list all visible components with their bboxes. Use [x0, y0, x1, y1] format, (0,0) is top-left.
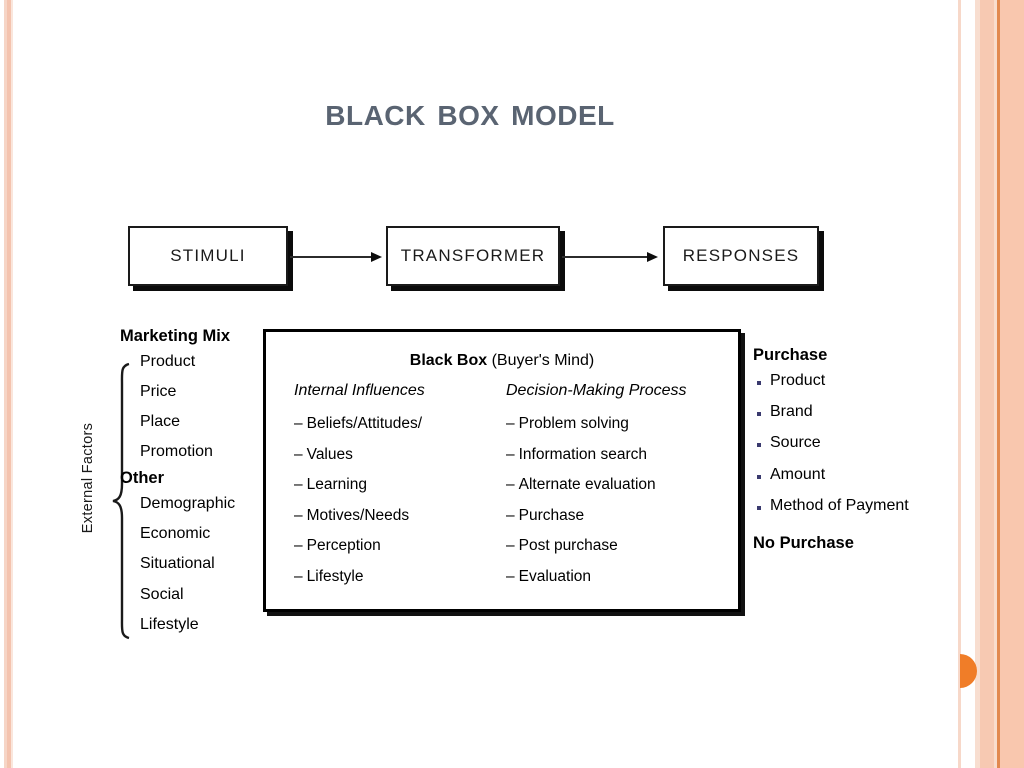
list-item-label: Learning — [306, 476, 367, 494]
square-bullet-icon — [757, 505, 761, 510]
list-item: Price — [140, 383, 177, 401]
external-factors-axis-label: External Factors — [80, 422, 96, 534]
list-item: –Values — [294, 440, 506, 471]
black-box-title-rest: (Buyer's Mind) — [487, 352, 595, 369]
arrow-line — [290, 256, 371, 258]
black-box-title: Black Box (Buyer's Mind) — [266, 352, 738, 370]
list-item-label: Purchase — [518, 506, 585, 524]
list-item: Brand — [753, 396, 953, 427]
flow-box-responses-label: RESPONSES — [682, 246, 800, 265]
list-item: Demographic — [140, 495, 236, 513]
dash-bullet: – — [294, 476, 303, 494]
list-item: –Learning — [294, 470, 506, 501]
list-item-label: Motives/Needs — [306, 506, 410, 524]
group-heading-other: Other — [120, 469, 165, 488]
list-item: Method of Payment — [753, 490, 953, 521]
list-item: Economic — [140, 525, 211, 543]
dash-bullet: – — [506, 445, 515, 463]
left-edge-stripe-2 — [7, 0, 11, 768]
list-item-label: Alternate evaluation — [518, 476, 656, 494]
list-item-label: Beliefs/Attitudes/ — [306, 415, 423, 432]
page-title: Black box model — [325, 90, 615, 134]
list-item: –Motives/Needs — [294, 501, 506, 532]
right-edge-stripe-6 — [1000, 0, 1024, 768]
list-item: –Information search — [506, 440, 718, 471]
flow-box-stimuli-label: STIMULI — [170, 246, 246, 265]
right-edge-stripe-2 — [975, 0, 980, 768]
list-item-label: Source — [770, 434, 821, 452]
arrow-line — [562, 256, 647, 258]
list-item: –Alternate evaluation — [506, 470, 718, 501]
orange-half-circle-decoration — [960, 654, 977, 688]
left-edge-stripe-1 — [4, 0, 7, 768]
black-box-panel: Black Box (Buyer's Mind) Internal Influe… — [263, 329, 741, 612]
dash-bullet: – — [294, 415, 303, 432]
dash-bullet: – — [506, 537, 515, 555]
column-heading-decision-making-process: Decision-Making Process — [506, 382, 687, 399]
square-bullet-icon — [757, 381, 761, 385]
list-item: –Beliefs/Attitudes/ — [294, 409, 506, 440]
dash-bullet: – — [506, 476, 515, 494]
list-item-label: Post purchase — [518, 537, 618, 555]
flow-box-stimuli: STIMULI — [128, 226, 288, 286]
list-item-label: Lifestyle — [306, 567, 364, 585]
dash-bullet: – — [506, 567, 515, 585]
right-edge-stripe-1 — [958, 0, 961, 768]
dash-bullet: – — [294, 445, 303, 463]
dash-bullet: – — [506, 415, 515, 432]
dash-bullet: – — [506, 506, 515, 524]
list-item-label: Problem solving — [518, 415, 629, 432]
list-item-label: Evaluation — [518, 567, 592, 585]
outcomes-list: Purchase Product Brand Source Amount Met… — [753, 346, 953, 553]
arrow-stimuli-to-transformer — [290, 252, 382, 262]
list-item: Situational — [140, 555, 215, 573]
square-bullet-icon — [757, 474, 761, 479]
group-heading-marketing-mix: Marketing Mix — [120, 327, 231, 345]
list-item: Source — [753, 427, 953, 458]
flow-box-transformer: TRANSFORMER — [386, 226, 560, 286]
right-edge-stripe-5 — [997, 0, 1000, 768]
left-curly-brace-icon — [110, 362, 132, 640]
square-bullet-icon — [757, 443, 761, 448]
list-item-label: Information search — [518, 445, 647, 463]
outcomes-heading-purchase: Purchase — [753, 346, 828, 364]
arrow-head-icon — [371, 252, 382, 262]
right-edge-stripe-4 — [994, 0, 997, 768]
list-item: –Perception — [294, 531, 506, 562]
black-box-column-decision-making-process: Decision-Making Process –Problem solving… — [506, 382, 718, 592]
arrow-transformer-to-responses — [562, 252, 658, 262]
list-item: –Purchase — [506, 501, 718, 532]
list-item: Amount — [753, 459, 953, 490]
column-heading-internal-influences: Internal Influences — [294, 382, 425, 399]
list-item-label: Perception — [306, 537, 381, 555]
square-bullet-icon — [757, 412, 761, 417]
flow-box-responses: RESPONSES — [663, 226, 819, 286]
list-item-label: Method of Payment — [770, 496, 909, 514]
list-item: Social — [140, 585, 184, 603]
outcomes-heading-no-purchase: No Purchase — [753, 533, 854, 552]
list-item: Place — [140, 413, 181, 431]
list-item-label: Amount — [770, 465, 826, 483]
dash-bullet: – — [294, 567, 303, 585]
right-edge-stripe-3 — [980, 0, 994, 768]
list-item: Lifestyle — [140, 615, 199, 633]
left-edge-stripe-3 — [11, 0, 13, 768]
external-factors-list: Marketing Mix Product Price Place Promot… — [120, 327, 265, 640]
list-item-label: Values — [306, 445, 353, 463]
dash-bullet: – — [294, 506, 303, 524]
list-item-label: Brand — [770, 403, 813, 421]
black-box-column-internal-influences: Internal Influences –Beliefs/Attitudes/ … — [294, 382, 506, 592]
black-box-title-strong: Black Box — [409, 352, 488, 369]
list-item: Product — [753, 365, 953, 396]
list-item: –Problem solving — [506, 409, 718, 440]
dash-bullet: – — [294, 537, 303, 555]
arrow-head-icon — [647, 252, 658, 262]
list-item-label: Product — [770, 372, 826, 389]
list-item: –Evaluation — [506, 562, 718, 593]
list-item: Promotion — [140, 443, 213, 461]
list-item: Product — [140, 353, 196, 370]
list-item: –Post purchase — [506, 531, 718, 562]
flow-box-transformer-label: TRANSFORMER — [400, 246, 546, 265]
list-item: –Lifestyle — [294, 562, 506, 593]
